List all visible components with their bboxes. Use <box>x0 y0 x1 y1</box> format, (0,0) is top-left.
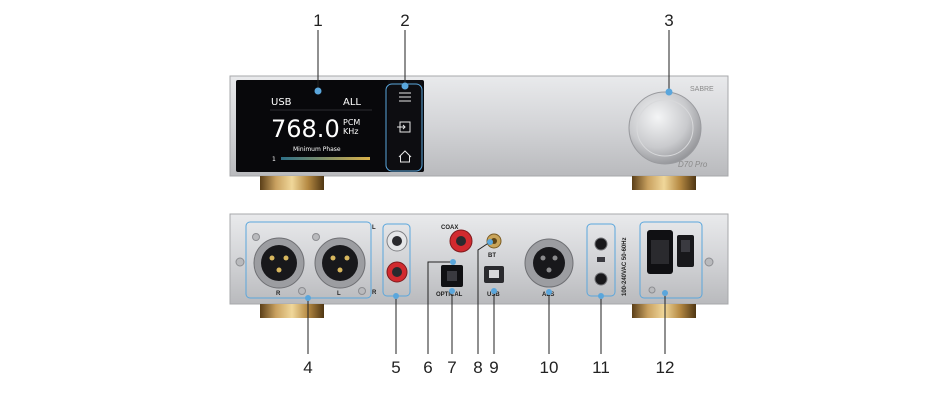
callout-dot <box>662 290 668 296</box>
optical-port-core <box>447 271 457 281</box>
power-switch-rocker <box>681 240 690 252</box>
front-foot-left <box>260 176 324 190</box>
screen-rate: 768.0 <box>271 115 340 143</box>
callout-dot <box>314 87 322 95</box>
callout-dot <box>598 293 604 299</box>
callout-1: 1 <box>313 11 322 30</box>
callout-dot <box>487 239 493 245</box>
callout-2: 2 <box>400 11 409 30</box>
screen-input: USB <box>271 97 292 108</box>
screen-mode: ALL <box>343 97 361 108</box>
power-rating-label: 100-240VAC 50-60Hz <box>622 237 628 296</box>
power-module-group <box>639 221 703 299</box>
menu-icon[interactable] <box>399 92 411 102</box>
aes-label: AES <box>542 292 554 298</box>
screen-volume-index: 1 <box>272 156 276 163</box>
xlr-output-left[interactable] <box>314 237 366 289</box>
trigger-indicator <box>597 257 605 262</box>
screw-icon <box>312 233 320 241</box>
callout-9: 9 <box>489 358 498 377</box>
rca-output-right[interactable] <box>386 261 408 283</box>
rear-panel: R L L R COAX OPTICAL BT USB <box>229 213 729 318</box>
usb-port-core <box>489 270 499 278</box>
home-icon[interactable] <box>398 150 412 163</box>
volume-knob[interactable] <box>628 91 702 165</box>
callout-8: 8 <box>473 358 482 377</box>
trigger-port-2[interactable] <box>594 272 608 286</box>
brand-label: SABRE <box>690 86 714 93</box>
callout-5: 5 <box>391 358 400 377</box>
callout-11: 11 <box>592 358 610 377</box>
callout-4: 4 <box>303 358 312 377</box>
trigger-port-1[interactable] <box>594 237 608 251</box>
screen-format-1: PCM <box>343 118 360 127</box>
model-label: D70 Pro <box>678 160 708 169</box>
optical-label: OPTICAL <box>436 292 463 298</box>
rear-foot-left <box>260 304 324 318</box>
screen-format-2: KHz <box>343 127 358 136</box>
input-select-icon[interactable] <box>397 121 411 133</box>
xlr-output-right[interactable] <box>253 237 305 289</box>
xlr-left-label: L <box>337 291 341 297</box>
callout-leaders <box>307 30 670 354</box>
leader-8 <box>477 241 491 354</box>
screw-icon <box>298 287 306 295</box>
callout-10: 10 <box>540 358 559 377</box>
callout-12: 12 <box>656 358 675 377</box>
front-panel: USB ALL 768.0 PCM KHz Minimum Phase 1 SA… <box>229 75 729 190</box>
callout-6: 6 <box>423 358 432 377</box>
callout-dot <box>450 259 456 265</box>
callout-dot <box>305 295 311 301</box>
screw-icon <box>252 233 260 241</box>
callout-3: 3 <box>664 11 673 30</box>
callout-dot <box>449 288 455 294</box>
coax-input[interactable] <box>449 229 473 253</box>
touch-strip <box>388 80 422 172</box>
coax-label: COAX <box>441 225 458 231</box>
screw-icon <box>648 286 656 294</box>
callout-dot <box>401 82 409 90</box>
callout-dot <box>665 88 673 96</box>
callout-dots <box>305 82 673 301</box>
rear-foot-right <box>632 304 696 318</box>
leader-6 <box>427 261 453 354</box>
callout-7: 7 <box>447 358 456 377</box>
knob-inner <box>636 99 694 157</box>
xlr-right-label: R <box>276 291 281 297</box>
volume-bar <box>281 157 370 160</box>
screen-filter: Minimum Phase <box>293 146 341 153</box>
rca-right-channel-label: R <box>372 290 377 296</box>
rca-left-channel-label: L <box>372 225 376 231</box>
display-screen <box>236 80 424 172</box>
screw-icon <box>704 257 714 267</box>
screw-icon <box>358 287 366 295</box>
callout-dot <box>491 288 497 294</box>
callout-numbers: 1 2 3 4 5 6 7 8 9 10 11 12 <box>303 11 674 377</box>
aes-input[interactable] <box>524 238 574 288</box>
power-inlet-core <box>651 240 669 264</box>
bt-label: BT <box>488 253 496 259</box>
screw-icon <box>235 257 245 267</box>
rca-output-left[interactable] <box>386 230 408 252</box>
front-foot-right <box>632 176 696 190</box>
callout-dot <box>546 289 552 295</box>
rear-chassis <box>229 213 729 305</box>
callout-dot <box>393 293 399 299</box>
